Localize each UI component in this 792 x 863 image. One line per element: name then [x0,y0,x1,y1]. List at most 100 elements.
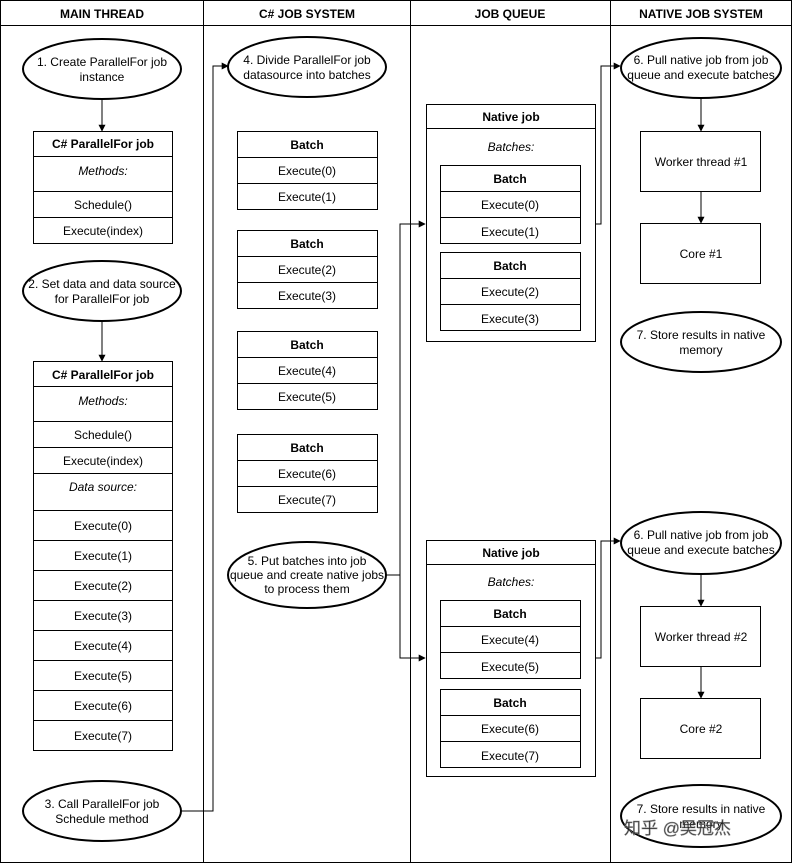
batch-execute: Execute(6) [278,467,336,481]
arrow-native-job-2-to-step6 [596,537,621,659]
worker-thread-box: Worker thread #2 [640,606,761,667]
cs-batch: Batch Execute(2) Execute(3) [237,230,378,309]
step5-enqueue-batches: 5. Put batches into job queue and create… [227,541,387,609]
step2-set-data: 2. Set data and data source for Parallel… [22,260,182,322]
batch-title: Batch [290,441,323,455]
step6-line1: 6. Pull native job from job [634,528,769,542]
arrow-step5-to-native-job-2 [399,575,426,662]
worker-thread-box: Worker thread #1 [640,131,761,192]
native-job-batches-label: Batches: [488,140,535,154]
lane-header-main-thread: MAIN THREAD [60,7,144,21]
native-job-batches-label: Batches: [488,575,535,589]
class2-csharp-parallelfor-job: C# ParallelFor job Methods: Schedule() E… [33,361,173,751]
datasource-item: Execute(1) [74,549,132,563]
batch-execute: Execute(4) [481,633,539,647]
batch-execute: Execute(3) [278,289,336,303]
batch-title: Batch [493,172,526,186]
step7-store-results: 7. Store results in native memory [620,311,782,373]
step6-line2: queue and execute batches [627,68,774,82]
cs-batch: Batch Execute(4) Execute(5) [237,331,378,410]
arrow-native-job-1-to-step6 [596,62,621,225]
batch-execute: Execute(2) [481,285,539,299]
step5-line1: 5. Put batches into job [248,554,367,568]
core-box: Core #2 [640,698,761,759]
step6-pull-native-job: 6. Pull native job from job queue and ex… [620,37,782,99]
datasource-item: Execute(3) [74,609,132,623]
batch-title: Batch [290,237,323,251]
class2-method-execute: Execute(index) [63,454,143,468]
step5-line2: queue and create native jobs [230,568,384,582]
batch-execute: Execute(0) [278,164,336,178]
step4-divide-into-batches: 4. Divide ParallelFor job datasource int… [227,36,387,98]
native-batch: Batch Execute(2) Execute(3) [440,252,581,331]
batch-execute: Execute(2) [278,263,336,277]
batch-execute: Execute(5) [481,660,539,674]
batch-execute: Execute(6) [481,722,539,736]
arrow-step3-to-step4 [181,62,229,812]
batch-execute: Execute(0) [481,198,539,212]
batch-execute: Execute(1) [278,190,336,204]
step7-line1: 7. Store results in native [637,328,766,342]
step6-line1: 6. Pull native job from job [634,53,769,67]
step1-line1: 1. Create ParallelFor job [37,55,167,69]
batch-title: Batch [493,607,526,621]
step7-store-results: 7. Store results in native memory [620,784,782,848]
step1-create-job: 1. Create ParallelFor job instance [22,38,182,100]
step6-line2: queue and execute batches [627,543,774,557]
step7-line2: memory [679,343,722,357]
step1-line2: instance [80,70,125,84]
lane-header-job-queue: JOB QUEUE [475,7,546,21]
step2-line1: 2. Set data and data source [28,277,176,291]
class2-datasource-label: Data source: [69,480,137,494]
cs-batch: Batch Execute(0) Execute(1) [237,131,378,210]
step3-line1: 3. Call ParallelFor job [45,797,160,811]
native-job-1: Native job Batches: Batch Execute(0) Exe… [426,104,596,342]
batch-title: Batch [290,338,323,352]
lane-header-native-job-system: NATIVE JOB SYSTEM [639,7,763,21]
native-job-title: Native job [482,546,539,560]
batch-execute: Execute(4) [278,364,336,378]
watermark: 知乎 @吴冠杰 [624,819,731,838]
class1-csharp-parallelfor-job: C# ParallelFor job Methods: Schedule() E… [33,131,173,244]
batch-title: Batch [290,138,323,152]
batch-execute: Execute(7) [278,493,336,507]
batch-execute: Execute(7) [481,749,539,763]
step4-line1: 4. Divide ParallelFor job [243,53,371,67]
datasource-item: Execute(2) [74,579,132,593]
step7-line2: memory [679,817,722,831]
step5-line3: to process them [264,582,349,596]
datasource-item: Execute(7) [74,729,132,743]
class2-methods-label: Methods: [78,394,127,408]
batch-execute: Execute(5) [278,390,336,404]
batch-execute: Execute(3) [481,312,539,326]
worker-thread-label: Worker thread #2 [655,630,748,644]
datasource-item: Execute(6) [74,699,132,713]
class1-methods-label: Methods: [78,164,127,178]
core-label: Core #2 [680,722,723,736]
class1-method-schedule: Schedule() [74,198,132,212]
step2-line2: for ParallelFor job [55,292,150,306]
batch-title: Batch [493,259,526,273]
native-batch: Batch Execute(0) Execute(1) [440,165,581,244]
arrow-step5-to-native-job-1 [386,220,426,576]
step3-line2: Schedule method [55,812,148,826]
class1-method-execute: Execute(index) [63,224,143,238]
class2-title: C# ParallelFor job [52,368,154,382]
native-job-title: Native job [482,110,539,124]
cs-batch: Batch Execute(6) Execute(7) [237,434,378,513]
step7-line1: 7. Store results in native [637,802,766,816]
datasource-item: Execute(5) [74,669,132,683]
datasource-item: Execute(0) [74,519,132,533]
batch-execute: Execute(1) [481,225,539,239]
batch-title: Batch [493,696,526,710]
worker-thread-label: Worker thread #1 [655,155,748,169]
class2-method-schedule: Schedule() [74,428,132,442]
step4-line2: datasource into batches [243,68,370,82]
step3-call-schedule: 3. Call ParallelFor job Schedule method [22,780,182,842]
step6-pull-native-job: 6. Pull native job from job queue and ex… [620,511,782,575]
lane-header-csharp-job-system: C# JOB SYSTEM [259,7,355,21]
native-job-2: Native job Batches: Batch Execute(4) Exe… [426,540,596,777]
datasource-item: Execute(4) [74,639,132,653]
native-batch: Batch Execute(6) Execute(7) [440,689,581,768]
native-batch: Batch Execute(4) Execute(5) [440,600,581,679]
